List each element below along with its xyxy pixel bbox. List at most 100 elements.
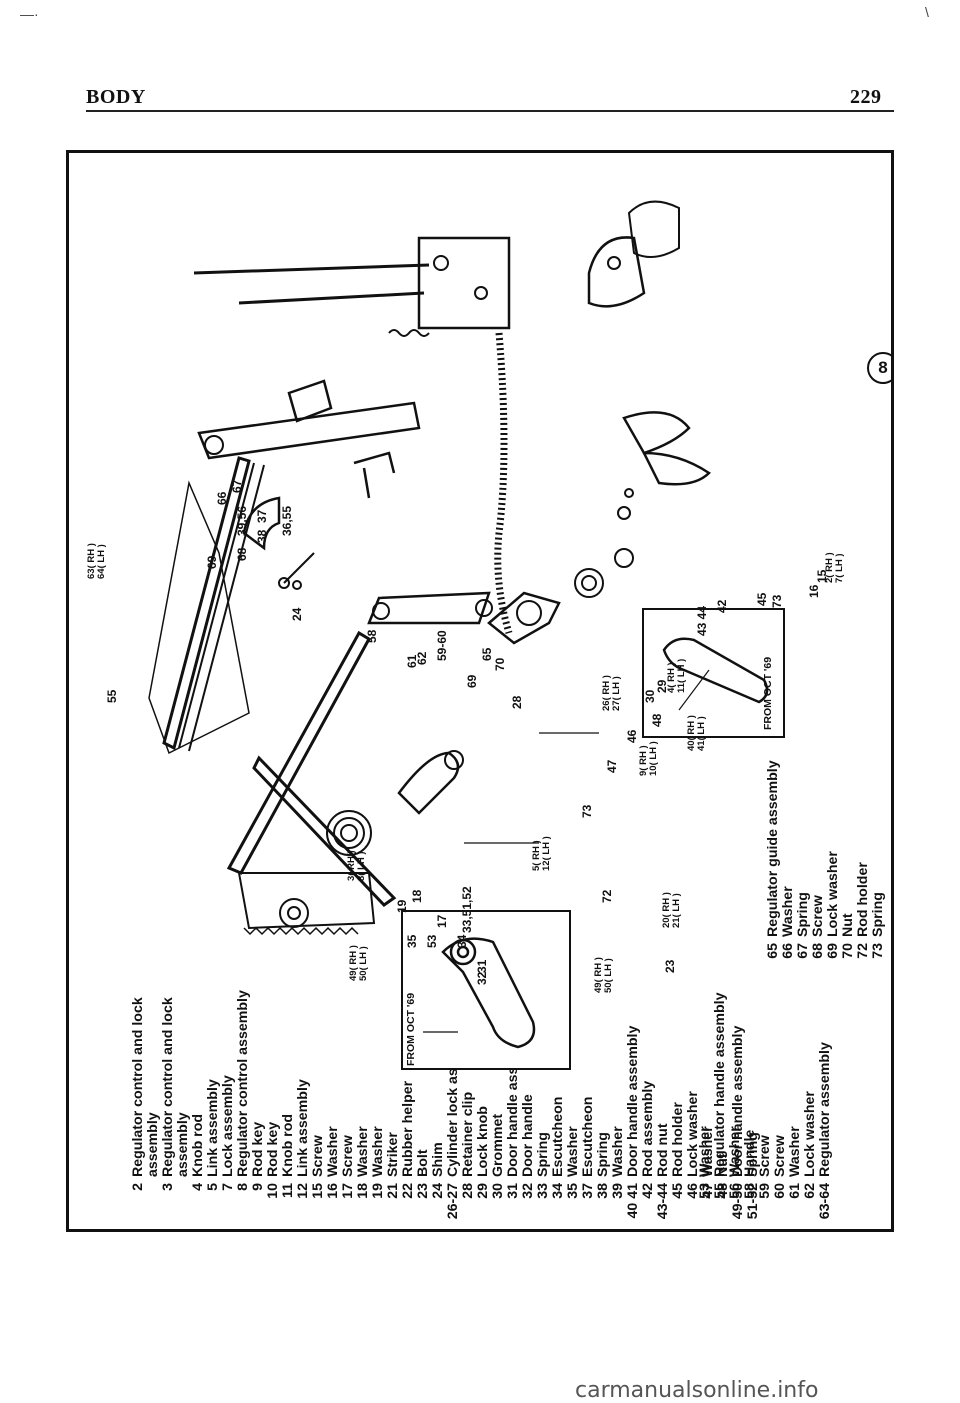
door-handle-49 <box>641 451 711 486</box>
legend-item-number: 66 <box>780 943 796 959</box>
callout-16: 16 <box>807 584 821 598</box>
legend-item-number: 65 <box>765 943 781 959</box>
callout-5-12: 5( RH ) 12( LH ) <box>531 836 552 871</box>
callout-62: 62 <box>415 651 429 665</box>
inner-door-handle <box>242 496 281 551</box>
legend-item-number: 53 <box>697 1183 713 1199</box>
legend-item-label: Link assembly <box>295 1079 311 1177</box>
callout-49-50: 49( RH ) 50( LH ) <box>593 957 614 993</box>
watermark: carmanualsonline.info <box>575 1378 819 1403</box>
callout-19: 19 <box>395 899 409 913</box>
glass-channel <box>162 456 251 751</box>
inset-door-handle: FROM OCT '69 <box>642 608 785 738</box>
legend-item-label: Washer <box>370 1126 386 1177</box>
inset-regulator-handle: FROM OCT '69 <box>401 910 571 1070</box>
legend-item-label: Lock washer <box>825 851 841 937</box>
legend-item-label: Knob rod <box>280 1113 296 1177</box>
legend-item-label: Escutcheon <box>550 1096 566 1177</box>
legend-item-number: 61 <box>787 1183 803 1199</box>
escutcheon-34 <box>574 568 604 598</box>
legend-item-label: Rod assembly <box>640 1080 656 1177</box>
callout-35: 35 <box>405 934 419 948</box>
legend-item-number: 33 <box>535 1183 551 1199</box>
legend-item-number: 40 41 <box>625 1183 641 1219</box>
legend-item-label: Regulator control and lock <box>160 997 176 1177</box>
callout-37: 37 <box>255 509 269 523</box>
legend-item-label: Rod holder <box>670 1102 686 1177</box>
legend-item-number: 29 <box>475 1183 491 1199</box>
legend-item-label: Shim <box>430 1142 446 1177</box>
legend-item-label: Screw <box>757 1135 773 1177</box>
legend-item-label: Screw <box>810 895 826 937</box>
legend-item-label: Escutcheon <box>580 1096 596 1177</box>
legend-item-number: 3 <box>160 1183 176 1191</box>
screw-61 <box>278 577 290 589</box>
legend-item: assembly <box>175 990 191 1223</box>
legend-item-number: 7 <box>220 1183 236 1191</box>
callout-73a: 73 <box>580 804 594 818</box>
inset-regulator-handle-label: FROM OCT '69 <box>405 992 417 1066</box>
legend-item-number: 24 <box>430 1183 446 1199</box>
legend-item-label: Handle <box>742 1129 758 1177</box>
legend-item-number: 34 <box>550 1183 566 1199</box>
legend-item-number: 68 <box>810 943 826 959</box>
rod-29-30 <box>238 291 425 305</box>
legend-item-label: Washer <box>697 1126 713 1177</box>
callout-18: 18 <box>410 889 424 903</box>
scan-mark: \ <box>925 4 929 20</box>
legend-item-label: Striker <box>385 1132 401 1177</box>
legend-item-label: Rod nut <box>655 1123 671 1177</box>
legend-item-label: Spring <box>870 892 886 937</box>
outside-door-handle <box>197 401 421 460</box>
callout-45: 45 <box>755 592 769 606</box>
legend-item-label: Door handle <box>520 1094 536 1177</box>
legend-item-number: 35 <box>565 1183 581 1199</box>
figure-number: 8 <box>867 352 891 384</box>
legend-item-number: 60 <box>772 1183 788 1199</box>
legend-item-number <box>146 1177 161 1223</box>
legend-item-number: 43-44 <box>655 1183 671 1220</box>
legend-item: 62 Lock washer <box>802 993 818 1224</box>
legend-item-number: 18 <box>355 1183 371 1199</box>
header-rule <box>86 110 894 112</box>
legend-item-number: 63-64 <box>817 1183 833 1220</box>
legend-item-label: Nut <box>840 913 856 937</box>
legend-item-number: 62 <box>802 1183 818 1199</box>
legend-item-number: 28 <box>460 1183 476 1199</box>
legend-item-label: Lock washer <box>802 1091 818 1177</box>
inset-door-handle-drawing <box>662 637 769 711</box>
callout-9-10: 9( RH ) 10( LH ) <box>638 741 659 776</box>
callout-4-11: 4( RH ) 11( LH ) <box>666 658 687 693</box>
legend-item-label: Grommet <box>490 1113 506 1177</box>
door-handle-31 <box>622 411 691 455</box>
callout-70: 70 <box>493 657 507 671</box>
regulator-sector-gear <box>237 872 376 930</box>
section-title: BODY <box>86 86 146 108</box>
legend-item-label: Washer <box>610 1126 626 1177</box>
door-lock-regulator-exploded-diagram <box>148 200 711 936</box>
legend-item-label: Screw <box>340 1135 356 1177</box>
legend-item-number: 4 <box>190 1183 206 1191</box>
inset-regulator-handle-drawing <box>423 937 536 1049</box>
legend-item-label: Regulator control and lock <box>130 997 146 1177</box>
legend-item-number: 39 <box>610 1183 626 1199</box>
scan-mark: —· <box>20 6 39 22</box>
legend-item-label: Screw <box>310 1135 326 1177</box>
legend-item-label: Regulator guide assembly <box>765 760 781 937</box>
legend-item-label: Rod key <box>250 1121 266 1177</box>
